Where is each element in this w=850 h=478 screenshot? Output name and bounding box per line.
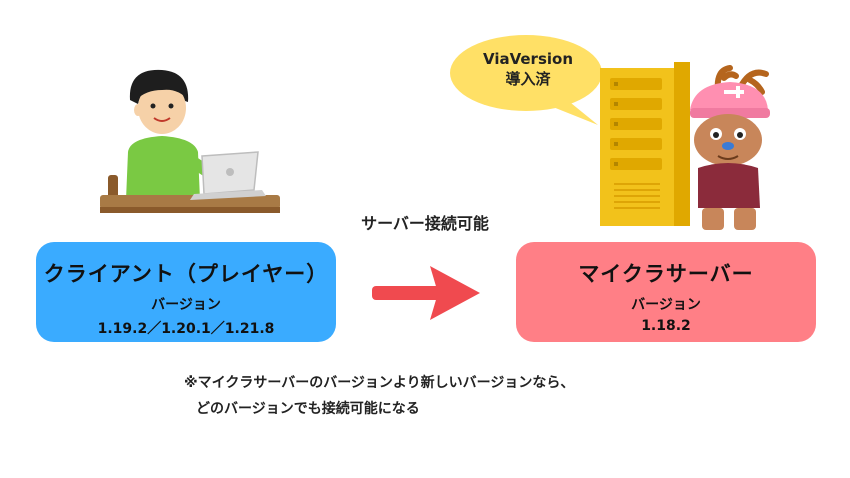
right-arrow-icon <box>372 266 480 320</box>
player-laptop-illustration <box>100 69 280 213</box>
client-versions: 1.19.2／1.20.1／1.21.8 <box>97 321 275 337</box>
client-box: クライアント（プレイヤー） バージョン 1.19.2／1.20.1／1.21.8 <box>36 242 336 342</box>
server-version: 1.18.2 <box>641 318 691 334</box>
connection-possible-label: サーバー接続可能 <box>361 214 489 233</box>
note-line-2: どのバージョンでも接続可能になる <box>196 401 420 417</box>
note-line-1: ※マイクラサーバーのバージョンより新しいバージョンなら、 <box>184 375 575 391</box>
server-box: マイクラサーバー バージョン 1.18.2 <box>516 242 816 342</box>
client-title: クライアント（プレイヤー） <box>43 262 329 286</box>
speech-bubble <box>450 35 602 125</box>
bubble-line-1: ViaVersion <box>482 50 574 68</box>
bubble-line-2: 導入済 <box>505 70 551 88</box>
viaversion-installed-label: ViaVersion 導入済 <box>458 49 598 89</box>
server-title: マイクラサーバー <box>578 262 754 286</box>
server-tower-illustration <box>600 62 770 230</box>
client-version-label: バージョン <box>151 297 221 313</box>
server-version-label: バージョン <box>631 297 701 313</box>
